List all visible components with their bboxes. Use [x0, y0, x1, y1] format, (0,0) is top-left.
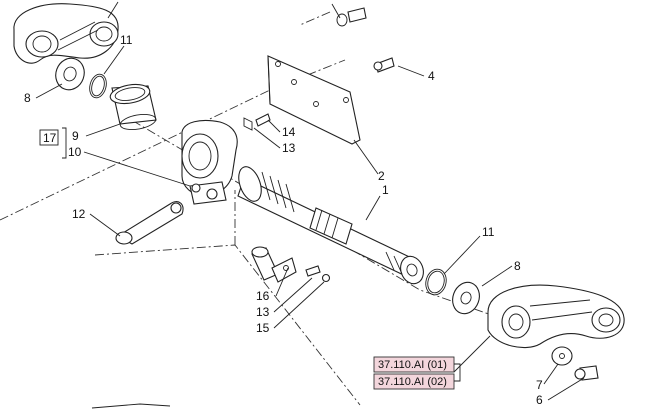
callout-7: 7: [536, 378, 543, 392]
callout-17-box: 17: [39, 129, 59, 146]
callout-11-left: 11: [120, 33, 133, 47]
bolt-upper: [373, 57, 395, 73]
callout-12: 12: [72, 207, 86, 221]
callout-1: 1: [382, 183, 389, 197]
center-axis-lines: [0, 11, 501, 406]
bushing: [109, 83, 157, 131]
callout-13-upper: 13: [282, 141, 296, 155]
small-bolt: [243, 113, 271, 131]
mounting-plate: [267, 55, 361, 145]
lever-arm: [115, 201, 184, 245]
small-bolt-lower: [305, 265, 331, 283]
pivot-pin: [251, 246, 297, 283]
callout-10: 10: [68, 145, 82, 159]
callout-6: 6: [536, 393, 543, 407]
yoke-top-left: [13, 3, 119, 64]
callout-16: 16: [256, 289, 270, 303]
callout-2: 2: [378, 169, 385, 183]
callout-9: 9: [72, 129, 79, 143]
snap-ring-right: [425, 268, 447, 296]
leader-lines: [35, 1, 585, 401]
clamp-housing: [181, 119, 238, 205]
callout-15: 15: [256, 321, 270, 335]
callout-8-right: 8: [514, 259, 521, 273]
reference-boxes: 37.110.AI (01) 37.110.AI (02): [373, 356, 461, 390]
callout-13-lower: 13: [256, 305, 270, 319]
thrust-washer-left: [55, 57, 85, 91]
yoke-bottom-right: [487, 284, 625, 349]
bolt-top: [336, 7, 367, 27]
reference-2: 37.110.AI (02): [378, 376, 447, 388]
callout-11-right: 11: [482, 225, 495, 239]
bolt-lower: [574, 365, 599, 381]
callout-8-left: 8: [24, 91, 31, 105]
callout-4: 4: [428, 69, 435, 83]
reference-1: 37.110.AI (01): [378, 359, 447, 371]
callout-14: 14: [282, 125, 296, 139]
partial-part-bottom: [91, 403, 171, 409]
snap-ring-left: [89, 73, 107, 99]
thrust-washer-right: [452, 281, 480, 315]
splined-shaft: [237, 166, 424, 285]
callout-17: 17: [43, 131, 57, 145]
washer-small: [551, 346, 573, 366]
callout-labels: 1 2 4 6 7 8 8 9 10 11 11 12 13 13 14 15 …: [24, 33, 543, 407]
